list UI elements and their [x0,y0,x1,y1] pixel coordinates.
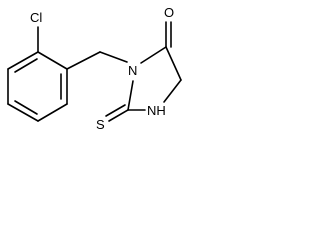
thione-sulfur-atom-label: S [96,117,105,132]
nh-group-label: NH [147,103,166,118]
bond-ch2-n [99,51,128,63]
imidazolidine-ring [127,46,182,111]
ring-nitrogen-atom-label: N [128,63,137,78]
carbonyl-oxygen-atom-label: O [164,5,174,20]
bond-c-s-2 [105,104,126,117]
bond-c5-nh [163,79,182,103]
bond-ring-c3-c4 [37,103,68,122]
chemical-structure: Cl N O NH S [7,5,182,132]
bond-ring-ch2 [66,51,101,70]
chlorine-atom-label: Cl [30,10,42,25]
benzene-ring [7,51,68,122]
double-bond-ring-b [14,100,38,115]
bond-ring-c6-c1 [7,51,39,70]
bond-c2-n [127,80,134,111]
bond-ring-c4-c5 [7,103,39,122]
bond-ring-c1-c2 [37,51,68,70]
bond-n-c4 [140,46,167,64]
bond-c4-c5 [165,46,182,81]
double-bond-ring-c [14,58,38,73]
bond-c-s-1 [108,109,129,122]
